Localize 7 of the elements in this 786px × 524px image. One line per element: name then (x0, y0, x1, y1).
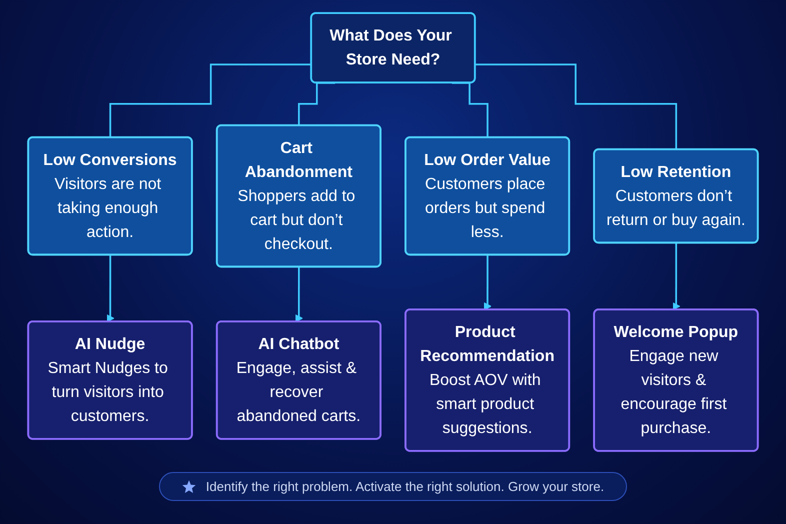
arrow (484, 254, 492, 310)
connector (475, 64, 678, 151)
arrow (295, 266, 303, 322)
connector (109, 64, 312, 139)
arrow (672, 242, 680, 310)
arrow (106, 254, 114, 322)
caption: Identify the right problem. Activate the right solution. Grow your store. (206, 479, 604, 494)
